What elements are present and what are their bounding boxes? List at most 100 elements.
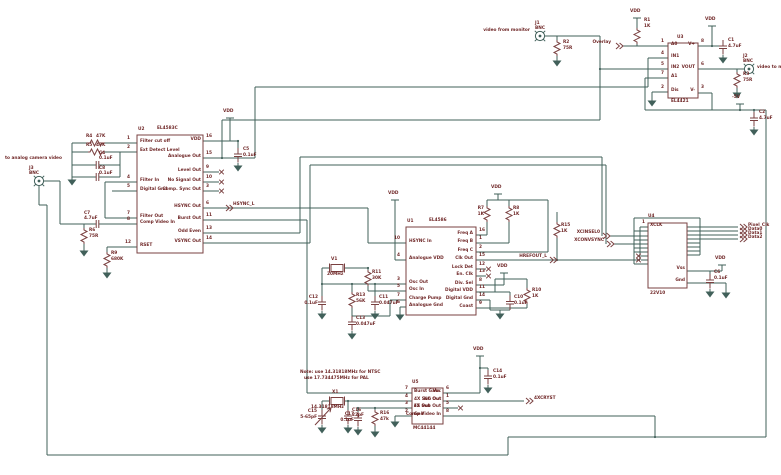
capacitor-icon xyxy=(233,147,243,163)
u3-pin-number: 4 xyxy=(661,51,664,56)
u3-body xyxy=(667,42,699,99)
u2-pin-number: 3 xyxy=(206,184,209,189)
u4-part: 22V10 xyxy=(650,291,666,296)
part-ref: C14 xyxy=(493,369,503,374)
junction-dot xyxy=(598,67,602,71)
ground-icon xyxy=(705,288,715,298)
net-label: Data2 xyxy=(748,235,763,240)
ground-icon xyxy=(721,289,731,299)
part-value: 0.047uF xyxy=(379,301,399,306)
u3-pin-number: 2 xyxy=(661,85,664,90)
ground-icon xyxy=(647,97,657,107)
part-ref: R15 xyxy=(561,223,571,228)
capacitor-icon xyxy=(705,273,715,289)
part-ref: R6 xyxy=(89,228,96,233)
connector-ref: J1 xyxy=(535,21,540,26)
vdd-rail-icon xyxy=(707,25,717,33)
ground-icon xyxy=(749,126,759,136)
connector-type: BNC xyxy=(535,26,546,31)
u2-pin-label: Digital Gnd xyxy=(140,187,168,192)
part-value: 14.31818MHz xyxy=(311,405,344,410)
part-value: 75R xyxy=(563,46,573,51)
vdd-rail-icon xyxy=(475,355,485,363)
u2-pin-label: Filter In xyxy=(140,178,160,183)
part-ref: C11 xyxy=(379,295,389,300)
connector-note: to analog camera video xyxy=(5,156,62,161)
resistor-icon xyxy=(633,27,641,45)
power-label: VDD xyxy=(705,17,716,22)
u5-pin-label: 4X Sub Out xyxy=(413,404,441,409)
u3-pin-label: IN2 xyxy=(671,65,680,70)
junction-dot xyxy=(366,266,370,270)
u1-pin-label: Freq B xyxy=(457,239,473,244)
u1-pin-number: 13 xyxy=(479,269,485,274)
vdd-rail-icon xyxy=(225,117,235,125)
ground-icon xyxy=(343,424,353,434)
u4-pin-label: XCLK xyxy=(650,223,663,228)
note-line: Note: use 14.31818MHz for NTSC xyxy=(300,370,381,375)
u3-pin-number: 5 xyxy=(661,62,664,67)
u4-pin-number: 1 xyxy=(642,220,645,225)
ground-icon xyxy=(347,330,357,340)
part-value: 0.047uF xyxy=(356,322,376,327)
part-value: 4.7uF xyxy=(84,216,98,221)
u3-pin-number: 3 xyxy=(701,85,704,90)
connector-ref: J2 xyxy=(743,54,748,59)
ground-icon xyxy=(67,176,77,186)
components xyxy=(80,27,759,427)
part-value: 75R xyxy=(743,78,753,83)
u1-pin-label: Lock Det xyxy=(451,265,473,270)
u1-pin-label: Digital Gnd xyxy=(445,296,473,301)
u1-pin-number: 6 xyxy=(397,300,400,305)
u2-pin-label: Filter cut off xyxy=(140,139,171,144)
u1-pin-label: Freq C xyxy=(457,248,473,253)
u1-pin-number: 7 xyxy=(397,293,400,298)
u5-part: MC44144 xyxy=(413,426,436,431)
vdd-rail-icon xyxy=(493,193,503,201)
u2-pin-number: 10 xyxy=(206,175,212,180)
u5-pin-number: 6 xyxy=(446,386,449,391)
resistor-icon xyxy=(553,39,561,57)
u4-body xyxy=(647,222,688,289)
ground-icon xyxy=(370,428,380,438)
u2-pin-number: 5 xyxy=(127,184,130,189)
power-label: VDD xyxy=(715,256,726,261)
capacitor-icon xyxy=(718,39,728,55)
part-value: 0.1uF xyxy=(493,375,507,380)
part-ref: R7 xyxy=(477,206,484,211)
resistor-icon xyxy=(80,227,88,245)
u1-pin-number: 5 xyxy=(397,284,400,289)
junction-dot xyxy=(373,282,377,286)
part-value: 47K xyxy=(96,143,106,148)
u1-pin-label: Div. Sel xyxy=(454,281,473,286)
part-value: 1K xyxy=(477,212,484,217)
wires xyxy=(33,17,767,456)
u3-pin-label: V+ xyxy=(688,42,695,47)
u1-pin-number: 15 xyxy=(479,253,485,258)
ground-icon xyxy=(552,57,562,67)
part-ref: C6 xyxy=(714,270,721,275)
net-label: XCINSEL0 xyxy=(576,230,600,235)
no-connect-icon xyxy=(485,273,492,279)
part-ref: R11 xyxy=(372,270,382,275)
part-ref: C1 xyxy=(728,38,735,43)
u2-pin-label: VSYNC Out xyxy=(174,239,201,244)
u5-pin-number: 1 xyxy=(446,394,449,399)
connector-note: video from monitor xyxy=(483,28,530,33)
part-value: 0.1uF xyxy=(99,171,113,176)
bnc-connector-icon xyxy=(33,175,45,187)
u5-pin-number: 7 xyxy=(405,386,408,391)
u2-pin-number: 11 xyxy=(206,213,212,218)
net-flag-icon xyxy=(525,397,534,405)
power-label: VDD xyxy=(473,347,484,352)
part-ref: R13 xyxy=(356,293,366,298)
junction-dot xyxy=(478,366,482,370)
u3-pin-label: Dis xyxy=(671,88,679,93)
u1-pin-number: 8 xyxy=(479,278,482,283)
bnc-connector-icon xyxy=(534,30,546,42)
u5-pin-label: 4X Sub Out xyxy=(414,397,442,402)
power-label: VDD xyxy=(491,185,502,190)
capacitor-icon xyxy=(749,111,759,127)
power-label: -5V xyxy=(732,95,741,100)
u1-pin-number: 11 xyxy=(479,285,485,290)
